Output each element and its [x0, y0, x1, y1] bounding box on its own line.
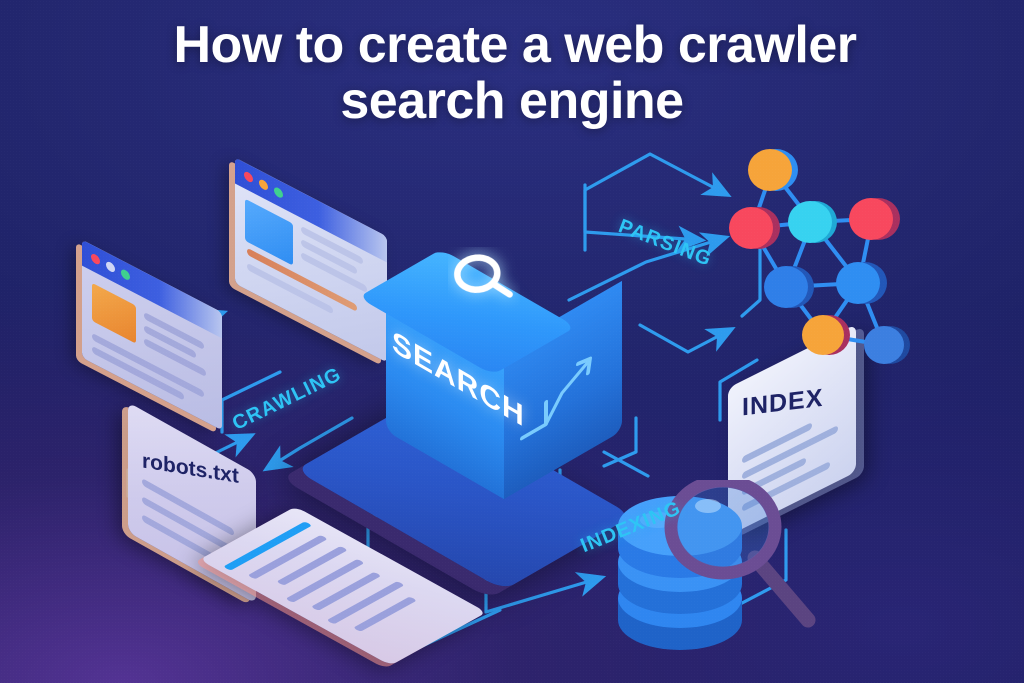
graph-node	[836, 262, 887, 304]
arrow-to-robots	[262, 416, 354, 472]
graph-node	[748, 149, 798, 191]
database-stack[interactable]	[600, 480, 840, 655]
branch-arrow-icon	[520, 356, 592, 441]
magnifier-icon	[454, 254, 513, 298]
graph-node	[802, 315, 850, 355]
title-line-2: search engine	[340, 71, 684, 130]
title-line-1: How to create a web crawler	[173, 16, 858, 74]
graph-node	[788, 201, 837, 243]
text-line	[247, 534, 328, 580]
page-title: How to create a web crawler search engin…	[0, 16, 1024, 130]
search-engine-cube[interactable]: SEARCH	[295, 225, 700, 591]
wire-indexing	[602, 450, 650, 478]
page-image-block	[92, 282, 136, 344]
wire-indexing-2	[602, 416, 638, 468]
graph-node	[849, 198, 900, 240]
graph-node	[729, 207, 780, 249]
magnifier-icon	[664, 480, 816, 628]
text-line	[285, 558, 365, 603]
text-line	[326, 581, 405, 625]
wire-graph-down	[718, 358, 759, 422]
arrow-to-index	[638, 323, 736, 354]
text-line	[276, 545, 348, 586]
index-card-label: INDEX	[742, 383, 824, 422]
graph-nodes	[729, 149, 910, 364]
wire-graph-index	[740, 243, 762, 318]
robots-txt-label: robots.txt	[142, 449, 239, 488]
wire-robots-up	[220, 370, 282, 434]
link-graph[interactable]	[720, 140, 930, 380]
graph-node	[864, 326, 910, 364]
graph-node	[764, 266, 814, 308]
arrow-parsing-2	[583, 183, 707, 252]
